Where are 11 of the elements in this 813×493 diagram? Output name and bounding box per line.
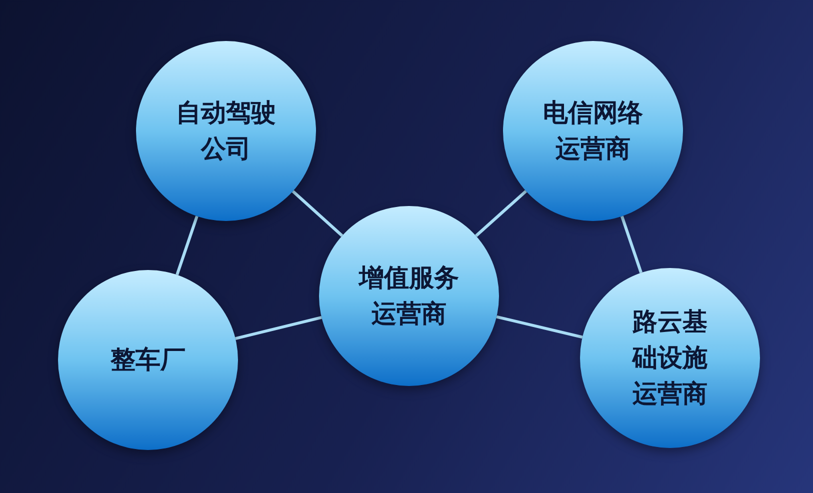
connector-line	[475, 190, 527, 238]
connector-line	[176, 216, 198, 276]
node-label: 自动驾驶公司	[175, 97, 277, 165]
node-label: 电信网络运营商	[542, 97, 644, 165]
connector-line	[292, 190, 344, 237]
node-label: 路云基础设施运营商	[630, 306, 708, 410]
connector-line	[235, 316, 322, 340]
node-label: 整车厂	[110, 344, 186, 376]
connector-line	[620, 216, 643, 274]
node-label: 增值服务运营商	[357, 262, 460, 330]
connector-line	[496, 315, 583, 339]
